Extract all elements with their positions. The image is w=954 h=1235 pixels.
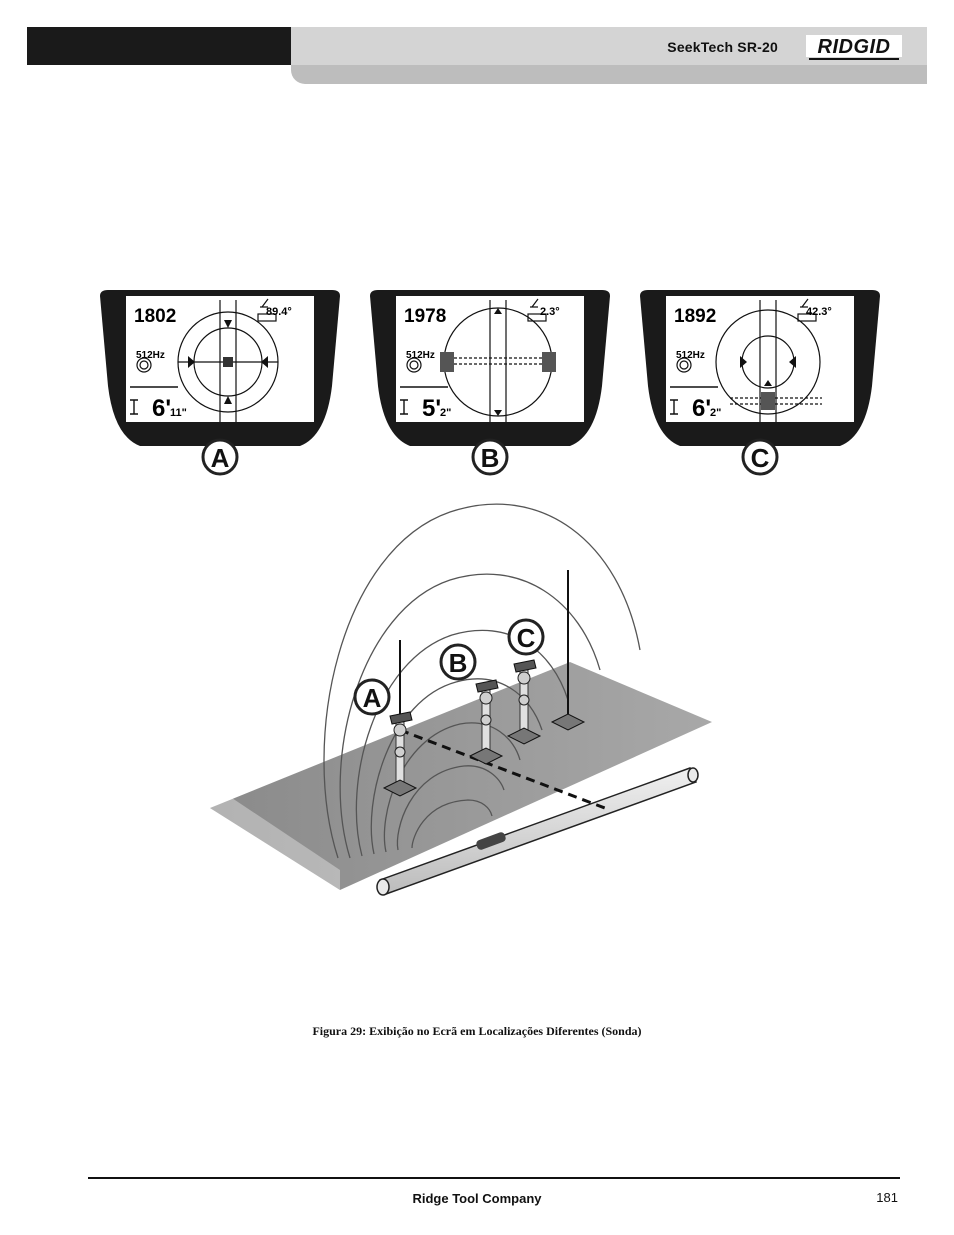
screen-c-frequency: 512Hz xyxy=(676,350,705,361)
footer-company: Ridge Tool Company xyxy=(412,1191,542,1206)
header-dark-band xyxy=(27,27,291,65)
screen-b-depth-feet: 5' xyxy=(422,395,441,422)
svg-text:A: A xyxy=(363,683,382,713)
screen-c-angle: 42.3° xyxy=(806,306,832,318)
sonde-axis-line xyxy=(399,728,611,812)
screen-a-frequency: 512Hz xyxy=(136,350,165,361)
screen-b-frequency: 512Hz xyxy=(406,350,435,361)
svg-text:B: B xyxy=(449,648,468,678)
figure-caption: Figura 29: Exibição no Ecrã em Localizaç… xyxy=(312,1024,642,1038)
page-number: 181 xyxy=(876,1190,898,1205)
scene-badge-c: C xyxy=(507,618,545,656)
manual-title: SeekTech SR-20 xyxy=(667,39,778,55)
screen-c-count: 1892 xyxy=(674,306,716,327)
buried-pipe xyxy=(376,767,699,896)
svg-text:C: C xyxy=(517,623,536,653)
footer-rule xyxy=(88,1177,900,1179)
screen-a-depth-feet: 6' xyxy=(152,395,171,422)
screen-a-angle: 89.4° xyxy=(266,306,292,318)
badge-a: A xyxy=(201,438,239,476)
screen-b-right-marker xyxy=(542,352,556,372)
screen-b-depth-inches: 2" xyxy=(440,407,451,419)
screen-a-sonde-icon xyxy=(223,357,233,367)
badge-c: C xyxy=(741,438,779,476)
field-lines xyxy=(323,503,641,859)
screen-b: 1978 2.3° 512Hz 5' 2" xyxy=(369,290,611,447)
logo-text: RIDGID xyxy=(818,36,891,58)
screen-a-count: 1802 xyxy=(134,306,176,327)
screen-c: 1892 42.3° 512Hz 6' 2" xyxy=(639,290,880,447)
ridgid-logo: RIDGID xyxy=(806,35,902,60)
screen-c-depth-feet: 6' xyxy=(692,395,711,422)
sonde-icon xyxy=(476,832,506,850)
scene-badge-b: B xyxy=(439,643,477,681)
scene-badge-a: A xyxy=(353,678,391,716)
svg-text:B: B xyxy=(481,443,500,473)
screen-b-angle: 2.3° xyxy=(540,306,560,318)
locator-base-c xyxy=(550,713,586,731)
screen-b-left-marker xyxy=(440,352,454,372)
svg-text:A: A xyxy=(211,443,230,473)
svg-text:C: C xyxy=(751,443,770,473)
header-tab-band xyxy=(291,65,927,84)
screen-a-depth-inches: 11" xyxy=(170,407,187,419)
screen-c-sonde-marker xyxy=(761,392,775,410)
screen-c-depth-inches: 2" xyxy=(710,407,721,419)
ground-plane xyxy=(210,662,712,890)
screen-a: 1802 89.4° 512Hz 6' 11" xyxy=(100,290,341,447)
badge-b: B xyxy=(471,438,509,476)
sonde-locating-figure: 1802 89.4° 512Hz 6' 11" 1978 2.3° 512Hz … xyxy=(100,290,880,896)
screen-b-count: 1978 xyxy=(404,306,446,327)
